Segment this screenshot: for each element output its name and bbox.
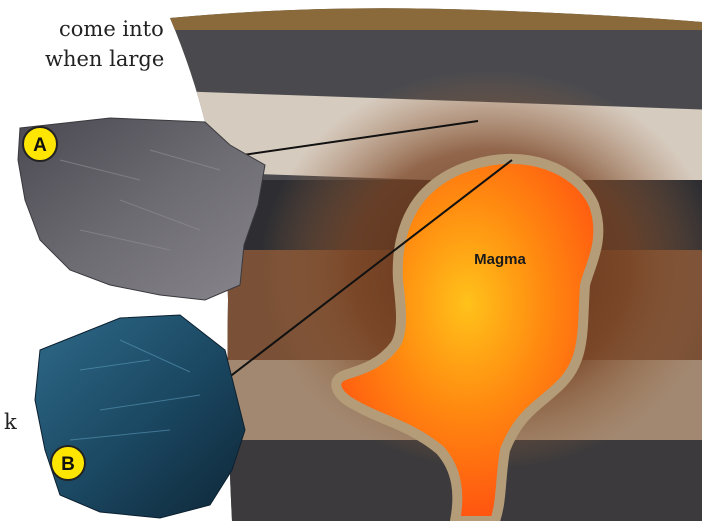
magma-label: Magma — [474, 251, 526, 268]
rock-sample-b — [35, 315, 245, 518]
label-b: B — [61, 454, 75, 475]
soil-surface — [160, 0, 702, 30]
label-a: A — [33, 135, 47, 156]
